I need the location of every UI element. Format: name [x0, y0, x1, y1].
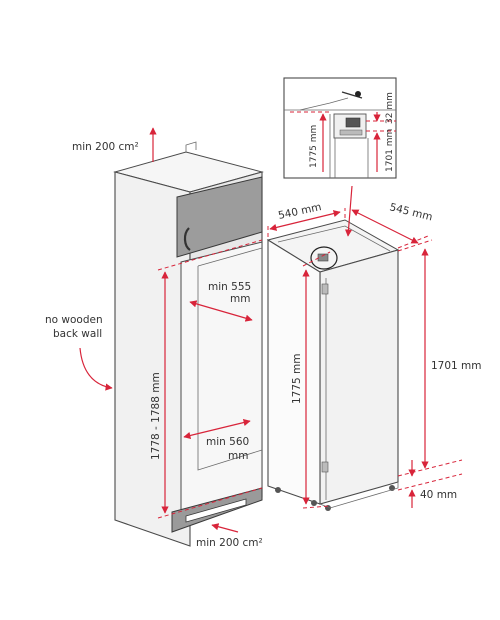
inner-depth-top-arrow	[189, 300, 253, 322]
detail-box	[283, 77, 397, 179]
fridge-front	[319, 249, 399, 505]
niche-inner-back	[197, 266, 263, 471]
no-back-wall-arrow	[79, 347, 113, 391]
vent-bottom-arrow	[211, 523, 239, 533]
detail-1701-label: 1701 mm	[385, 129, 395, 172]
inner-depth-top-label-2: mm	[230, 293, 250, 305]
fridge-foot	[275, 487, 281, 493]
fridge-width-arrow	[269, 210, 341, 231]
side-hinge-block	[321, 283, 329, 295]
fridge-depth-arrow	[351, 209, 419, 244]
cabinet	[79, 127, 264, 547]
fridge	[266, 185, 463, 511]
plinth-vent-slot	[185, 498, 247, 523]
detail-32-label: 32 mm	[385, 92, 395, 124]
inner-depth-bottom-arrow	[183, 419, 251, 439]
detail-connector-arrow	[344, 185, 353, 237]
hinge-detail-circle	[310, 246, 338, 270]
vent-top-label: min 200 cm²	[72, 141, 139, 153]
fridge-height-body-label: 1701 mm	[431, 360, 482, 372]
fridge-height-total-label: 1775 mm	[291, 353, 303, 404]
door-handle	[183, 227, 191, 251]
cabinet-upper-door	[176, 176, 263, 258]
inner-depth-bottom-label-1: min 560	[206, 436, 249, 448]
niche-height-label: 1778 - 1788 mm	[150, 372, 162, 460]
vent-bottom-label: min 200 cm²	[196, 537, 263, 549]
cabinet-left-side	[114, 171, 191, 547]
inner-depth-bottom-label-2: mm	[228, 450, 248, 462]
fridge-depth-label: 545 mm	[388, 201, 433, 223]
detail-1775-label: 1775 mm	[309, 125, 319, 168]
no-back-wall-label-1: no wooden	[45, 314, 103, 326]
inner-depth-top-label-1: min 555	[208, 281, 251, 293]
bottom-gap-label: 40 mm	[420, 489, 457, 501]
fridge-width-label: 540 mm	[277, 201, 322, 222]
cabinet-top-notch	[185, 141, 197, 152]
no-back-wall-label-2: back wall	[53, 328, 102, 340]
